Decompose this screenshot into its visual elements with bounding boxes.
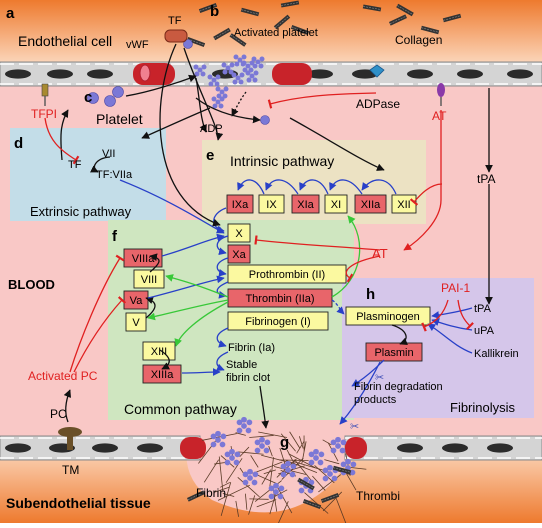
svg-text:Thrombin (IIa): Thrombin (IIa) [245,293,314,305]
x-box: X [228,224,250,242]
svg-text:IXa: IXa [232,199,249,211]
top-endothelium [0,62,542,86]
xiia-box: XIIa [355,195,386,213]
endothelial-cell-label: Endothelial cell [18,33,112,49]
common-title: Common pathway [124,401,237,417]
svg-text:Plasminogen: Plasminogen [356,311,420,323]
upa-label: uPA [474,325,495,337]
blood-label: BLOOD [8,277,55,292]
xiii-box: XIII [143,342,175,360]
panel-g-label: g [280,434,289,451]
vwf-receptor-icon [140,65,150,81]
at-right-label: AT [432,109,447,123]
svg-text:VIII: VIII [141,274,158,286]
plasminogen-box: Plasminogen [346,307,430,325]
panel-a-label: a [6,5,15,22]
pc-label: PC [50,407,67,421]
fdp-label-2: products [354,394,397,406]
svg-text:Xa: Xa [232,249,246,261]
collagen-label: Collagen [395,33,442,47]
prothrombin-box: Prothrombin (II) [228,265,346,283]
panel-h-label: h [366,286,375,303]
at-mid-label: AT [372,246,388,261]
fibrin-bottom-label: Fibrin [196,486,226,500]
kallikrein-label: Kallikrein [474,348,519,360]
panel-e-label: e [206,147,214,164]
svg-text:✂: ✂ [350,421,359,433]
subendothelial-label: Subendothelial tissue [6,495,151,511]
svg-text:XII: XII [397,199,410,211]
fdp-label-1: Fibrin degradation [354,381,443,393]
svg-text:Va: Va [130,295,144,307]
xa-box: Xa [228,245,250,263]
tfviia-label: TF:VIIa [96,169,133,181]
svg-text:Prothrombin (II): Prothrombin (II) [249,269,325,281]
svg-text:XIIIa: XIIIa [151,369,175,381]
tpa-right-label: tPA [477,172,495,186]
tpa-label: tPA [474,303,492,315]
svg-text:Plasmin: Plasmin [374,347,413,359]
xi-box: XI [325,195,347,213]
svg-text:XIII: XIII [151,346,168,358]
thrombi-label: Thrombi [356,489,400,503]
tfpi-label: TFPI [31,107,57,121]
stable-clot-label-2: fibrin clot [226,372,270,384]
extrinsic-title: Extrinsic pathway [30,204,132,219]
activated-platelet-label: Activated platelet [234,27,318,39]
svg-text:V: V [132,317,140,329]
adp-label: ADP [200,123,223,135]
svg-text:XI: XI [331,199,341,211]
tm-label: TM [62,463,79,477]
plasmin-box: Plasmin [366,343,422,361]
vii-label: VII [102,148,115,160]
panel-b-label: b [210,3,219,20]
platelet-label: Platelet [96,111,143,127]
va-box: Va [124,291,148,309]
xiiia-box: XIIIa [143,365,181,383]
vwf-label: vWF [126,39,149,51]
svg-text:XIIa: XIIa [361,199,381,211]
svg-text:XIa: XIa [297,199,314,211]
tf-extrinsic-label: TF [68,159,82,171]
intrinsic-title: Intrinsic pathway [230,153,334,169]
ixa-box: IXa [227,195,253,213]
viii-box: VIII [134,270,164,288]
stable-clot-label-1: Stable [226,359,257,371]
xia-box: XIa [292,195,319,213]
activated-pc-label: Activated PC [28,369,98,383]
panel-d-label: d [14,135,23,152]
svg-text:IX: IX [266,199,277,211]
fibrinolysis-title: Fibrinolysis [450,400,516,415]
ix-box: IX [259,195,284,213]
thrombin-box: Thrombin (IIa) [228,289,332,307]
pai1-label: PAI-1 [441,281,470,295]
svg-text:VIIIa: VIIIa [132,253,156,265]
svg-text:Fibrinogen (I): Fibrinogen (I) [245,316,310,328]
panel-c-label: c [84,89,92,106]
adpase-label: ADPase [356,97,400,111]
svg-text:X: X [235,228,243,240]
fibrin-label: Fibrin (Ia) [228,342,275,354]
tf-top-label: TF [168,15,182,27]
fibrinogen-box: Fibrinogen (I) [228,312,328,330]
xii-box: XII [392,195,416,213]
tf-receptor-icon [165,30,187,42]
v-box: V [126,313,146,331]
